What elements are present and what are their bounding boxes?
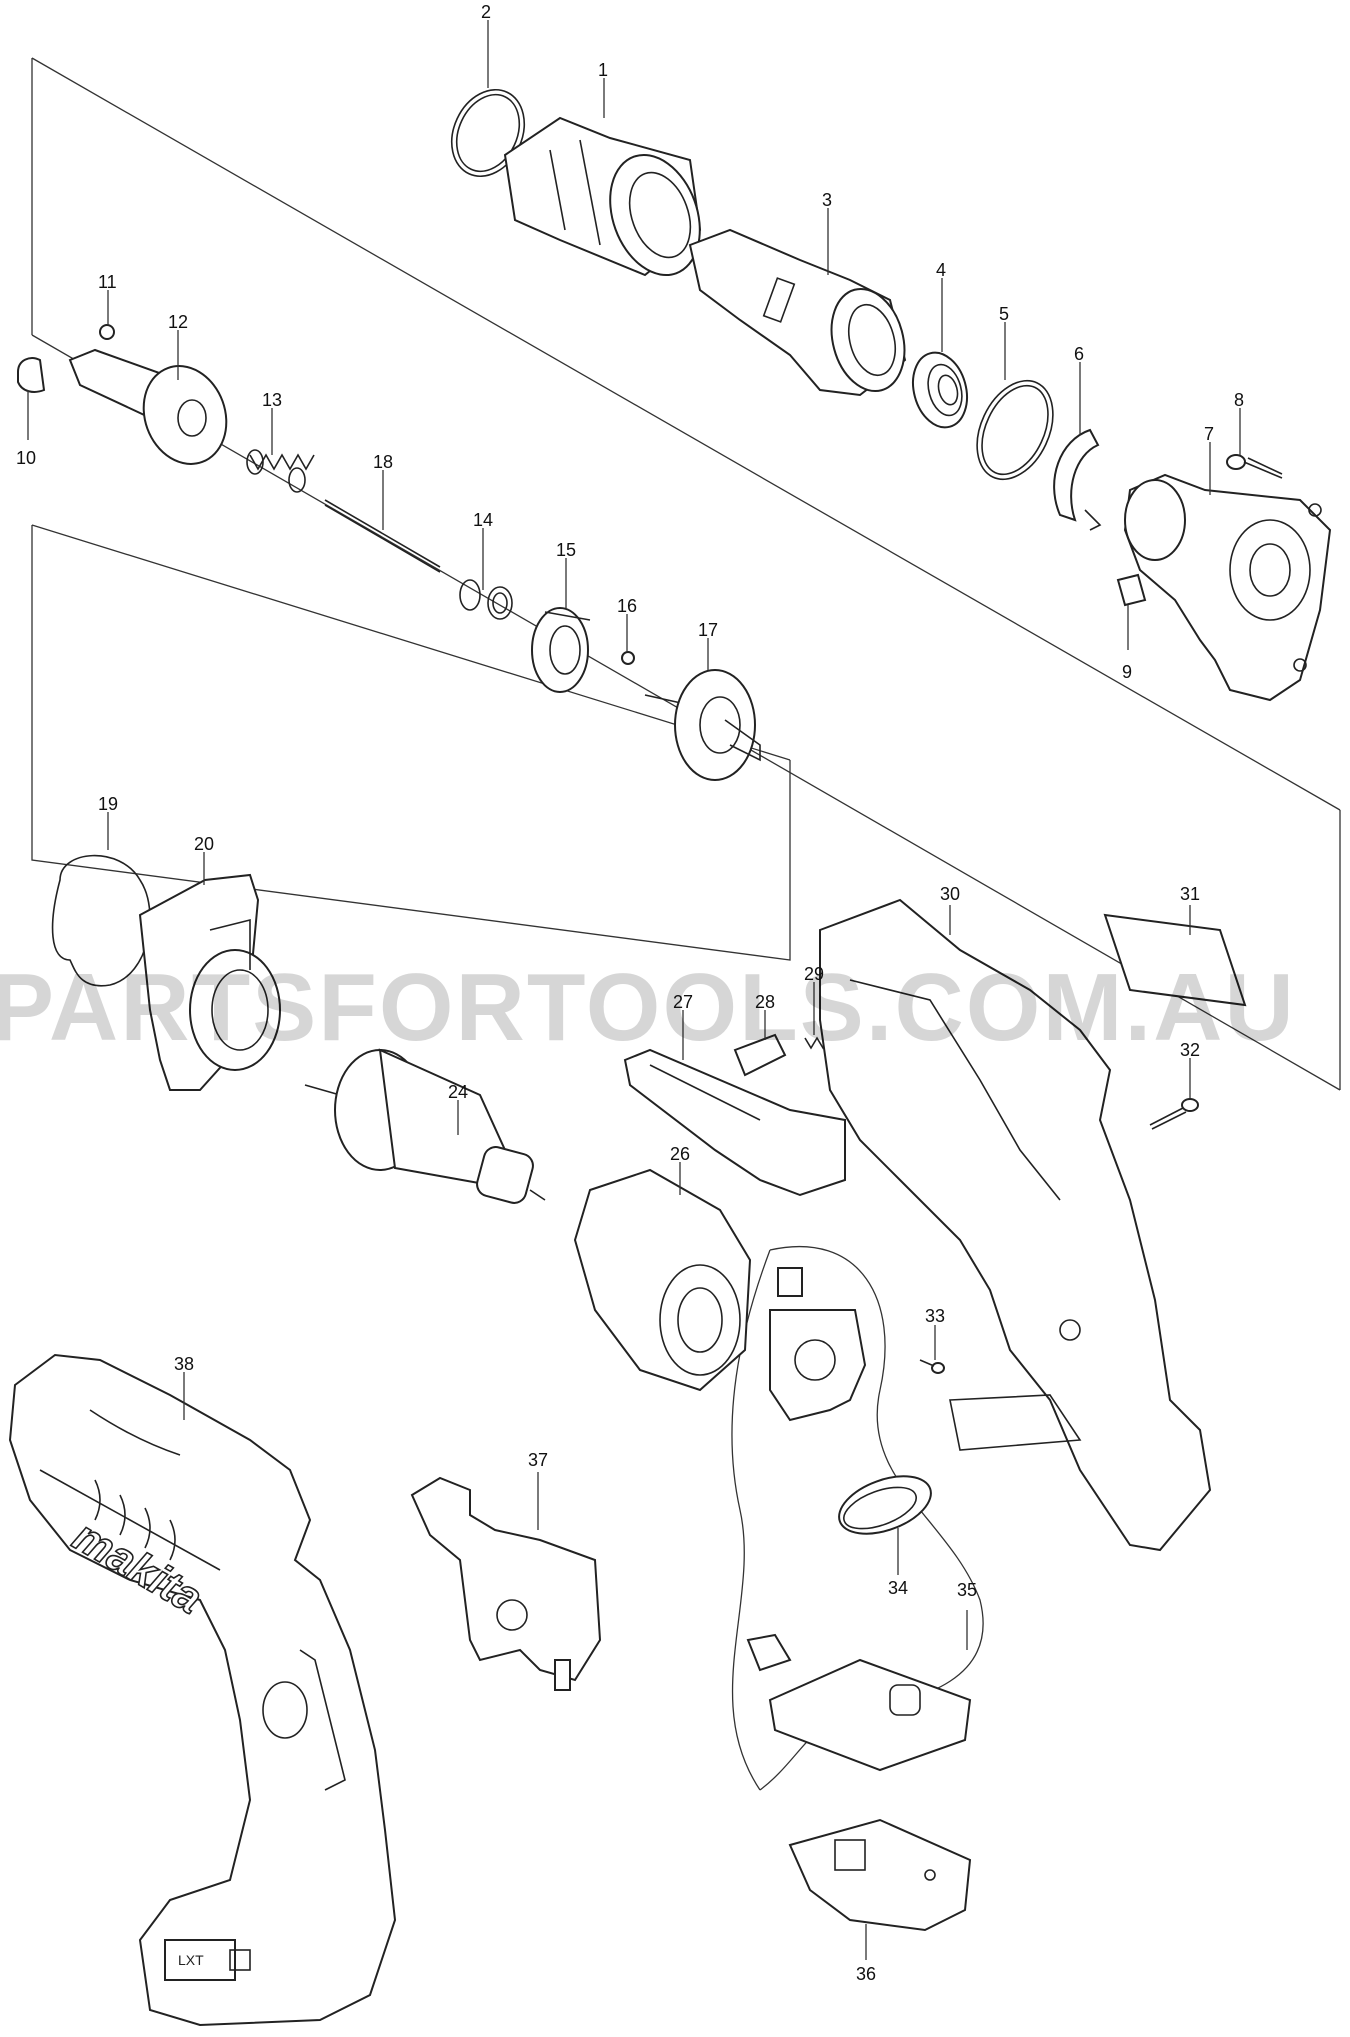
part-36-terminal	[788, 1818, 972, 1932]
part-38-housing-left: makita LXT	[8, 1353, 397, 2027]
part-20-motor-bracket	[138, 873, 281, 1091]
label-2: 2	[481, 2, 491, 22]
part-4-bearing	[912, 351, 968, 429]
part-1-locator-sleeve	[503, 116, 702, 277]
part-17-gear	[644, 669, 761, 781]
label-24: 24	[448, 1082, 468, 1102]
label-13: 13	[262, 390, 282, 410]
part-12-spindle-cam	[68, 348, 228, 465]
label-20: 20	[194, 834, 214, 854]
part-24-armature	[304, 1048, 546, 1204]
label-27: 27	[673, 992, 693, 1012]
label-18: 18	[373, 452, 393, 472]
label-7: 7	[1204, 424, 1214, 444]
label-28: 28	[755, 992, 775, 1012]
part-18-rod	[324, 499, 441, 573]
part-10-clip	[17, 357, 46, 393]
part-35-controller	[746, 1267, 972, 1772]
label-6: 6	[1074, 344, 1084, 364]
battery-badge: LXT	[178, 1952, 204, 1968]
part-19-gasket	[51, 854, 151, 987]
label-26: 26	[670, 1144, 690, 1164]
part-16-ball	[621, 651, 635, 665]
label-9: 9	[1122, 662, 1132, 682]
label-37: 37	[528, 1450, 548, 1470]
label-36: 36	[856, 1964, 876, 1984]
label-3: 3	[822, 190, 832, 210]
part-14-washers	[459, 579, 513, 620]
label-33: 33	[925, 1306, 945, 1326]
part-number-labels: 2 1 3 4 5 6 7 8 9 10 11 12 13 14 15 16 1…	[16, 2, 1244, 1984]
label-30: 30	[940, 884, 960, 904]
label-16: 16	[617, 596, 637, 616]
part-34-cap	[838, 1475, 932, 1535]
label-19: 19	[98, 794, 118, 814]
label-17: 17	[698, 620, 718, 640]
part-3-spindle	[688, 228, 907, 397]
label-15: 15	[556, 540, 576, 560]
label-4: 4	[936, 260, 946, 280]
part-37-switch	[410, 1476, 602, 1691]
part-7-gear-housing	[1123, 473, 1332, 702]
label-32: 32	[1180, 1040, 1200, 1060]
part-33-screw	[919, 1359, 945, 1374]
label-10: 10	[16, 448, 36, 468]
part-28-latch	[733, 1033, 787, 1077]
label-11: 11	[98, 272, 117, 292]
label-31: 31	[1180, 884, 1200, 904]
part-11-ball	[99, 324, 115, 340]
watermark: PARTSFORTOOLS.COM.AU	[0, 954, 1296, 1061]
part-31-label	[1103, 913, 1247, 1007]
label-35: 35	[957, 1580, 977, 1600]
part-9-block	[1116, 573, 1147, 607]
label-1: 1	[598, 60, 608, 80]
leader-lines	[27, 20, 1241, 1960]
label-14: 14	[473, 510, 493, 530]
label-5: 5	[999, 304, 1009, 324]
label-8: 8	[1234, 390, 1244, 410]
part-15-clutch-cam	[531, 607, 591, 693]
part-5-retaining-ring	[976, 379, 1054, 481]
label-12: 12	[168, 312, 188, 332]
part-26-stator	[573, 1168, 752, 1392]
part-32-screw	[1149, 1098, 1199, 1130]
part-8-screw	[1226, 454, 1283, 479]
label-34: 34	[888, 1578, 908, 1598]
label-38: 38	[174, 1354, 194, 1374]
part-6-clip	[1053, 428, 1102, 531]
label-29: 29	[804, 964, 824, 984]
part-13-spring	[246, 449, 315, 493]
part-27-hook	[623, 1048, 846, 1197]
part-30-housing-right	[819, 898, 1212, 1552]
